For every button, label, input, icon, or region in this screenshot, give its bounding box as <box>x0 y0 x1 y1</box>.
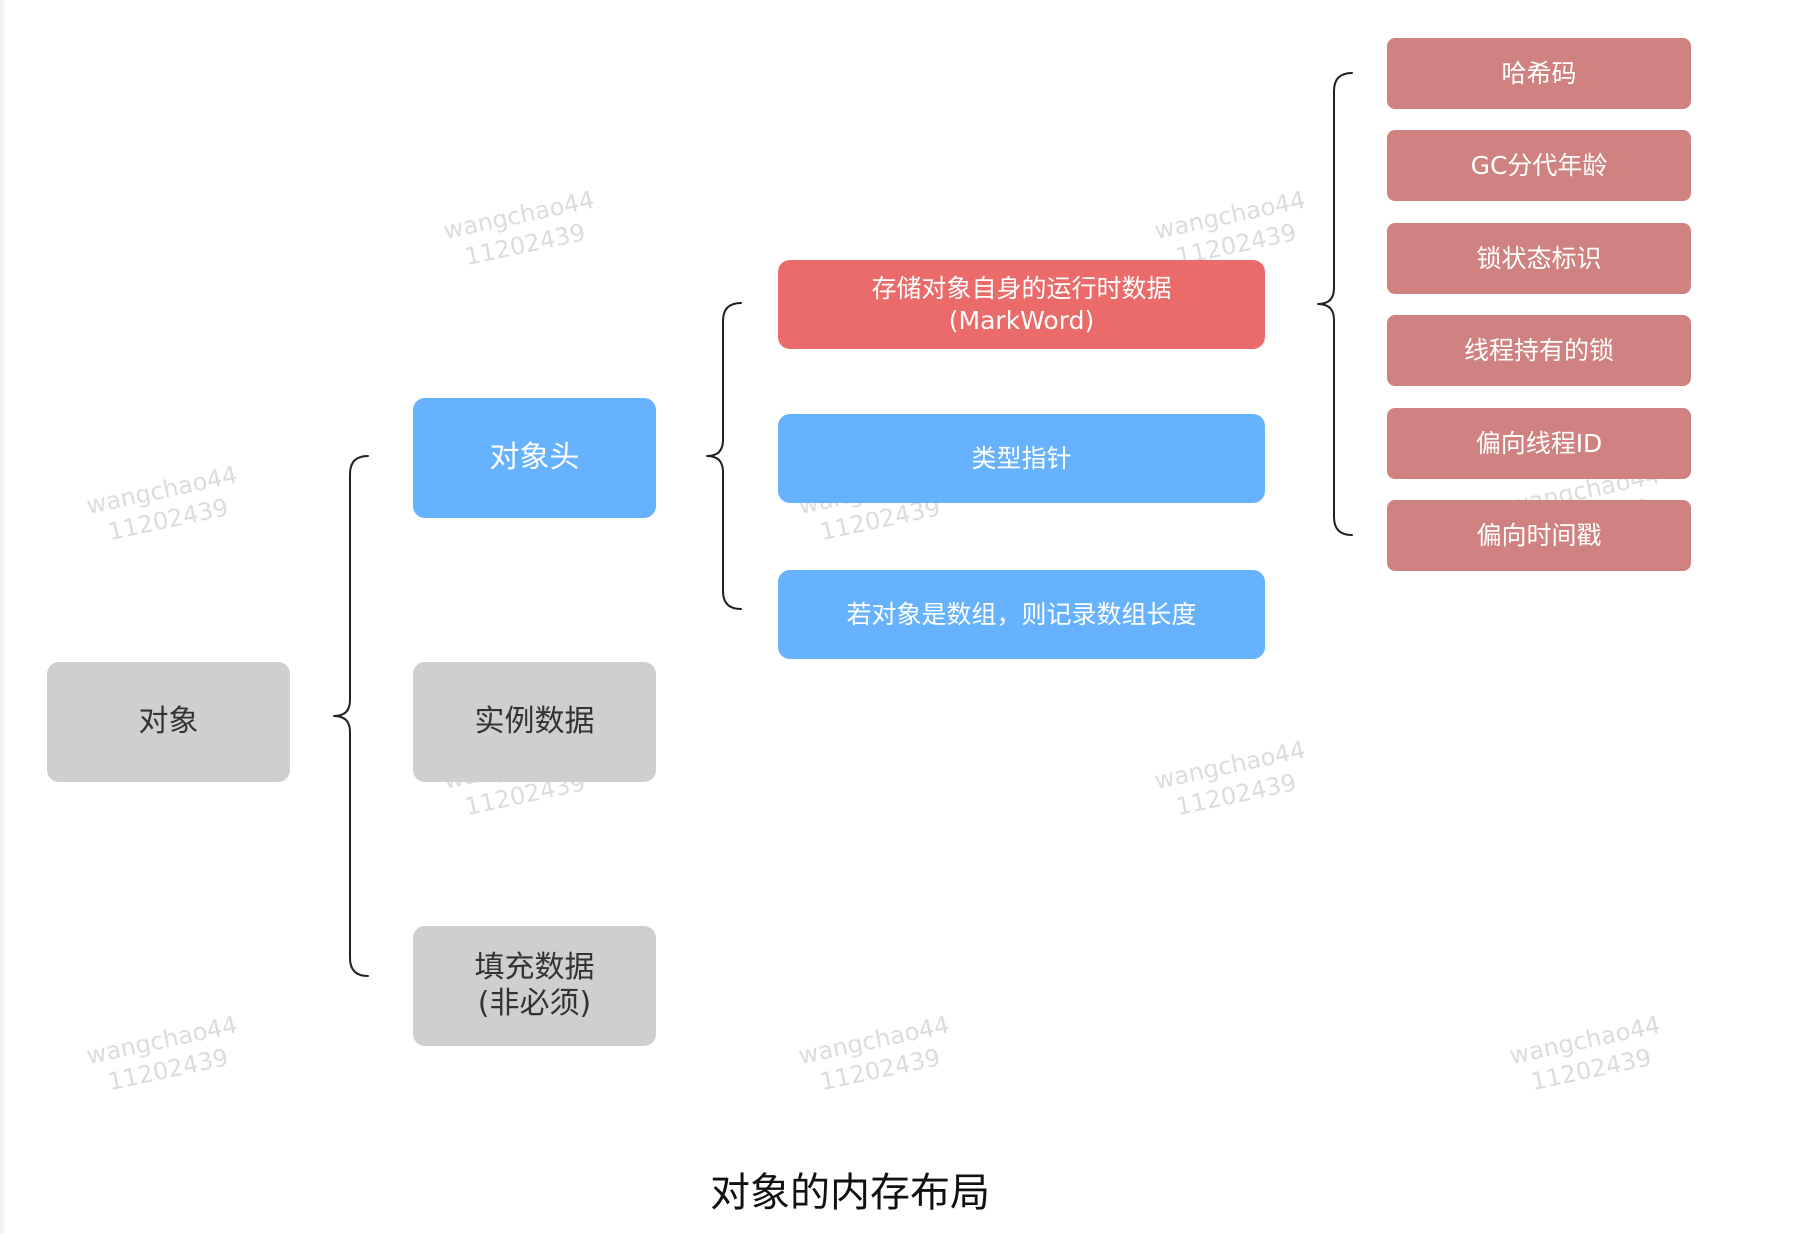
klass-pointer-node: 类型指针 <box>778 414 1265 503</box>
instance-data-node: 实例数据 <box>413 662 656 782</box>
object-header-node: 对象头 <box>413 398 656 518</box>
page-edge-shadow <box>0 0 6 1234</box>
markword-brace <box>1317 72 1353 536</box>
root-brace <box>333 455 369 977</box>
array-length-node: 若对象是数组，则记录数组长度 <box>778 570 1265 659</box>
markword-field-held-lock: 线程持有的锁 <box>1387 315 1691 386</box>
markword-field-hashcode: 哈希码 <box>1387 38 1691 109</box>
markword-field-lock-state: 锁状态标识 <box>1387 223 1691 294</box>
diagram-caption: 对象的内存布局 <box>710 1170 990 1216</box>
padding-node: 填充数据 (非必须) <box>413 926 656 1046</box>
markword-field-biased-timestamp: 偏向时间戳 <box>1387 500 1691 571</box>
header-brace <box>706 302 742 610</box>
markword-field-gc-age: GC分代年龄 <box>1387 130 1691 201</box>
markword-field-biased-thread-id: 偏向线程ID <box>1387 408 1691 479</box>
object-node: 对象 <box>47 662 290 782</box>
markword-node: 存储对象自身的运行时数据 (MarkWord) <box>778 260 1265 349</box>
